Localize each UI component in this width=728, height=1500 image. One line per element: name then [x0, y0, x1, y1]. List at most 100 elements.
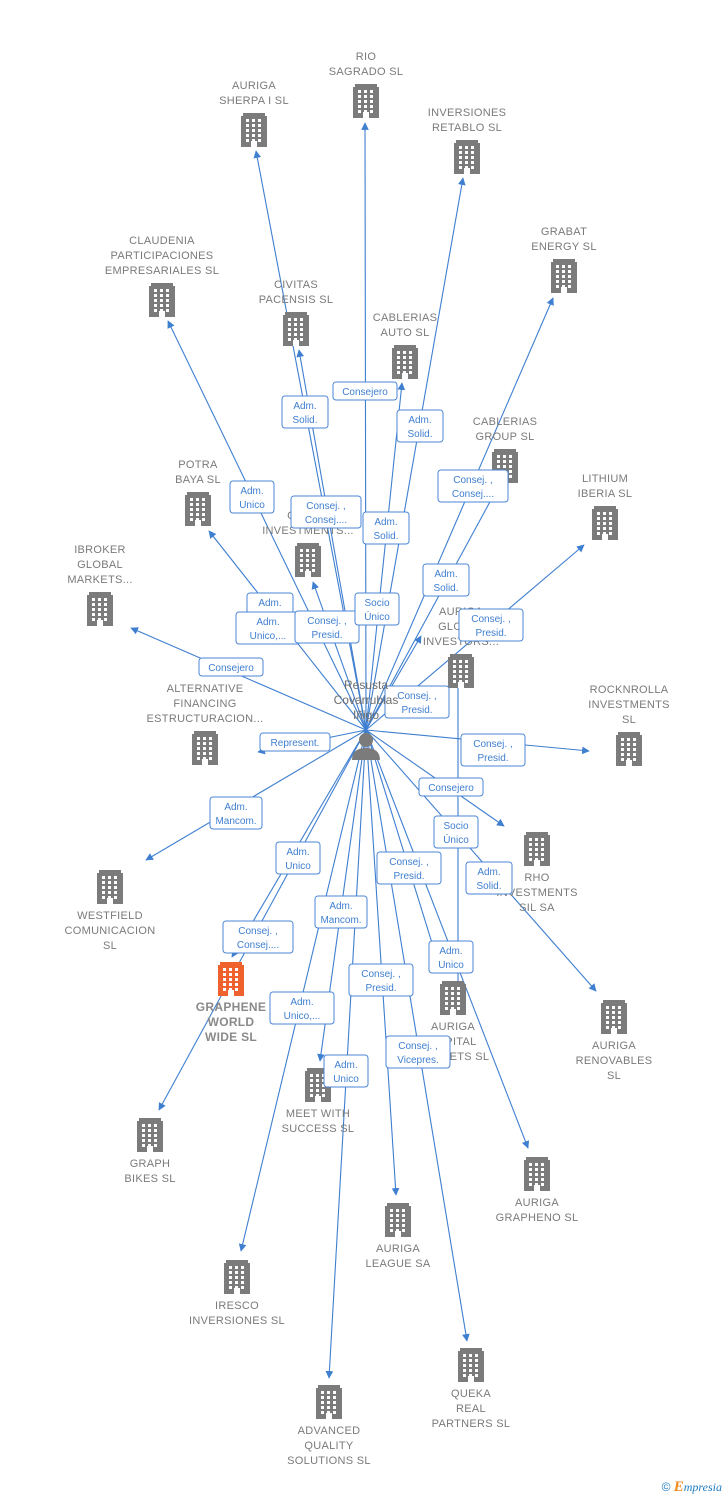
relation-label[interactable]: Adm.Unico,... [235, 611, 301, 645]
company-label-line: AURIGA [592, 1040, 636, 1052]
company-label-line: AURIGA [515, 1197, 559, 1209]
company-label-line: CIVITAS [274, 279, 318, 291]
relation-label-text: Adm. [334, 1060, 357, 1071]
edge-to-rio-sagrado [361, 122, 369, 731]
company-node-civitas-pacensis[interactable]: CIVITAS PACENSIS SL [259, 279, 334, 346]
company-label-line: PACENSIS SL [259, 294, 334, 306]
relation-label-text: Adm. [408, 415, 431, 426]
relation-label[interactable]: Consejero [418, 777, 484, 797]
relation-label-text: Consej. , [361, 969, 400, 980]
relation-label[interactable]: Adm.Solid. [281, 395, 329, 429]
relation-label-text: Adm. [258, 598, 281, 609]
relation-label[interactable]: Consej. , Consej.... [437, 469, 509, 503]
relation-label[interactable]: Consej. ,Presid. [458, 608, 524, 642]
relation-label[interactable]: Consej. ,Consej.... [222, 920, 294, 954]
company-label-line: RENOVABLES [576, 1055, 653, 1067]
relation-label[interactable]: Consej. , Presid. [460, 733, 526, 767]
company-label-line: WESTFIELD [77, 910, 143, 922]
building-icon [218, 962, 244, 996]
company-label-line: CLAUDENIA [129, 235, 195, 247]
relation-label-text: Adm. [224, 802, 247, 813]
relation-label-text: Presid. [365, 983, 396, 994]
relation-label[interactable]: Consej. , Presid. [348, 963, 414, 997]
relation-label[interactable]: Adm.Unico [428, 940, 474, 974]
relation-label[interactable]: Adm.Solid. [396, 409, 444, 443]
edge-to-graph-bikes [158, 729, 367, 1111]
relation-label-text: Consej.... [237, 940, 279, 951]
company-label-line: FINANCING [173, 698, 236, 710]
relation-label-text: Consejero [342, 387, 388, 398]
relation-label-text: Mancom. [320, 915, 361, 926]
relation-label-text: Adm. [329, 901, 352, 912]
company-label-line: SL [103, 940, 117, 952]
relation-label[interactable]: Consej. ,Presid. [294, 610, 360, 644]
relation-label-text: Adm. [240, 486, 263, 497]
company-label-line: ROCKNROLLA [590, 684, 669, 696]
relation-label[interactable]: Adm.Mancom. [209, 796, 263, 830]
building-icon [385, 1203, 411, 1237]
edge-to-westfield [145, 729, 367, 861]
relation-label-text: Consej.... [452, 489, 494, 500]
company-label-line: PARTICIPACIONES [111, 250, 214, 262]
relation-label-text: Solid. [373, 531, 398, 542]
company-node-claudenia[interactable]: CLAUDENIA PARTICIPACIONES EMPRESARIALES SL [105, 235, 219, 317]
building-icon [440, 981, 466, 1015]
relation-label-text: Unico,... [250, 631, 287, 642]
company-label-line: LITHIUM [582, 473, 628, 485]
edge-to-cablerias-auto [365, 382, 406, 731]
relation-label[interactable]: Represent. [259, 732, 331, 752]
company-label-line: EMPRESARIALES SL [105, 265, 219, 277]
relation-label[interactable]: Adm.Unico [323, 1054, 369, 1088]
relation-label[interactable]: Adm.Unico,... [269, 991, 335, 1025]
company-node-alternative-financing[interactable]: ALTERNATIVEFINANCINGESTRUCTURACION... [147, 683, 264, 765]
company-label-line: INVERSIONES SL [189, 1315, 285, 1327]
relation-label[interactable]: Consej. ,Consej.... [290, 495, 362, 529]
brand-name: mpresia [683, 1480, 722, 1494]
relation-label-text: Presid. [475, 628, 506, 639]
relation-label[interactable]: Adm.Unico [275, 841, 321, 875]
company-label-line: MEET WITH [286, 1108, 350, 1120]
relation-label[interactable]: Consej. ,Vicepres. [385, 1035, 451, 1069]
relation-label[interactable]: Consejero [332, 381, 398, 401]
relation-label-text: Consej. , [473, 739, 512, 750]
company-label-line: SAGRADO SL [329, 66, 404, 78]
relation-label-text: Unico [285, 861, 311, 872]
building-icon [524, 832, 550, 866]
edge-to-auriga-league [365, 729, 400, 1196]
relation-label[interactable]: Consej. ,Presid. [384, 685, 450, 719]
relation-label-text: Consej. , [453, 475, 492, 486]
company-node-ibroker[interactable]: IBROKERGLOBALMARKETS... [67, 544, 132, 626]
relation-label[interactable]: Adm.Solid. [465, 861, 513, 895]
relation-label[interactable]: Adm. Mancom. [314, 895, 368, 929]
relation-label[interactable]: Adm.Unico [229, 480, 275, 514]
relation-label[interactable]: Adm.Solid. [422, 563, 470, 597]
relation-label[interactable]: Consej. ,Presid. [376, 851, 442, 885]
company-label-line: GRABAT [541, 226, 587, 238]
relation-label[interactable]: Consejero [198, 657, 264, 677]
relation-label-text: Presid. [477, 753, 508, 764]
relation-label[interactable]: Adm.Solid. [362, 511, 410, 545]
relation-label-text: Adm. [439, 946, 462, 957]
